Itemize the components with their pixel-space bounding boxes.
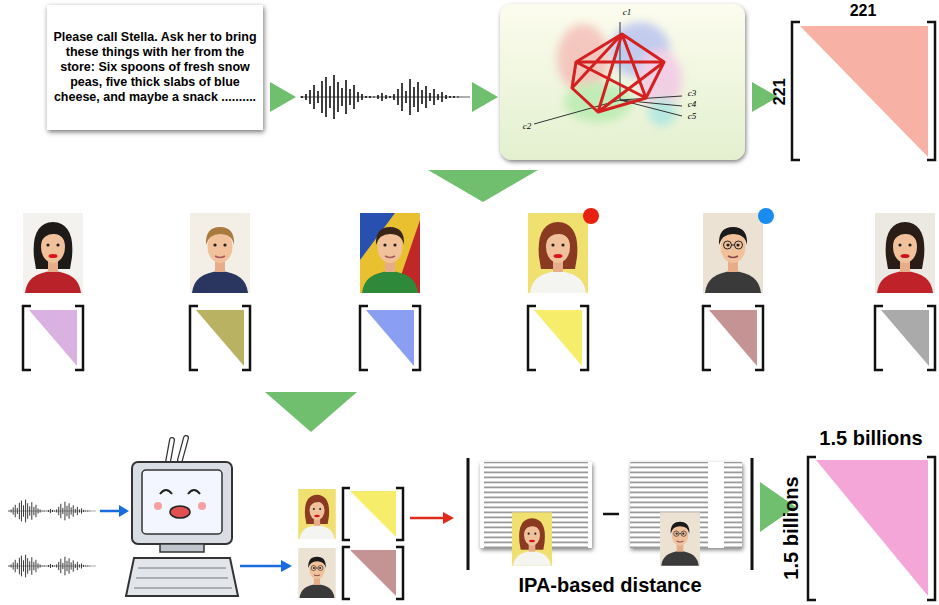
prompt-text-box: Please call Stella. Ask her to bring the… xyxy=(47,5,263,130)
axis-label: c1 xyxy=(623,8,632,18)
matrix-221 xyxy=(792,22,935,160)
axis-label: c5 xyxy=(688,112,697,122)
selected-speakers xyxy=(298,488,403,599)
red-arrow xyxy=(410,512,454,524)
matrix-size: 1.5 billions xyxy=(780,476,802,579)
axis-label: c4 xyxy=(688,100,697,110)
computer-icon xyxy=(126,438,238,596)
axis-label: c3 xyxy=(688,89,697,99)
matrix-size: 221 xyxy=(850,2,877,20)
input-waveforms xyxy=(8,500,96,578)
axis-label: c2 xyxy=(523,122,532,132)
big-matrix xyxy=(808,457,935,600)
matrix-size: 1.5 billions xyxy=(819,427,922,449)
prompt-text: Please call Stella. Ask her to bring the… xyxy=(53,30,257,105)
speaker-matrices xyxy=(23,306,935,370)
matrix-size: 221 xyxy=(770,79,788,106)
distance-caption: IPA-based distance xyxy=(518,574,701,596)
speaker-portraits xyxy=(23,208,935,293)
feature-space-figure xyxy=(500,4,745,160)
speech-waveform xyxy=(300,75,470,119)
distance-expression xyxy=(468,458,752,570)
